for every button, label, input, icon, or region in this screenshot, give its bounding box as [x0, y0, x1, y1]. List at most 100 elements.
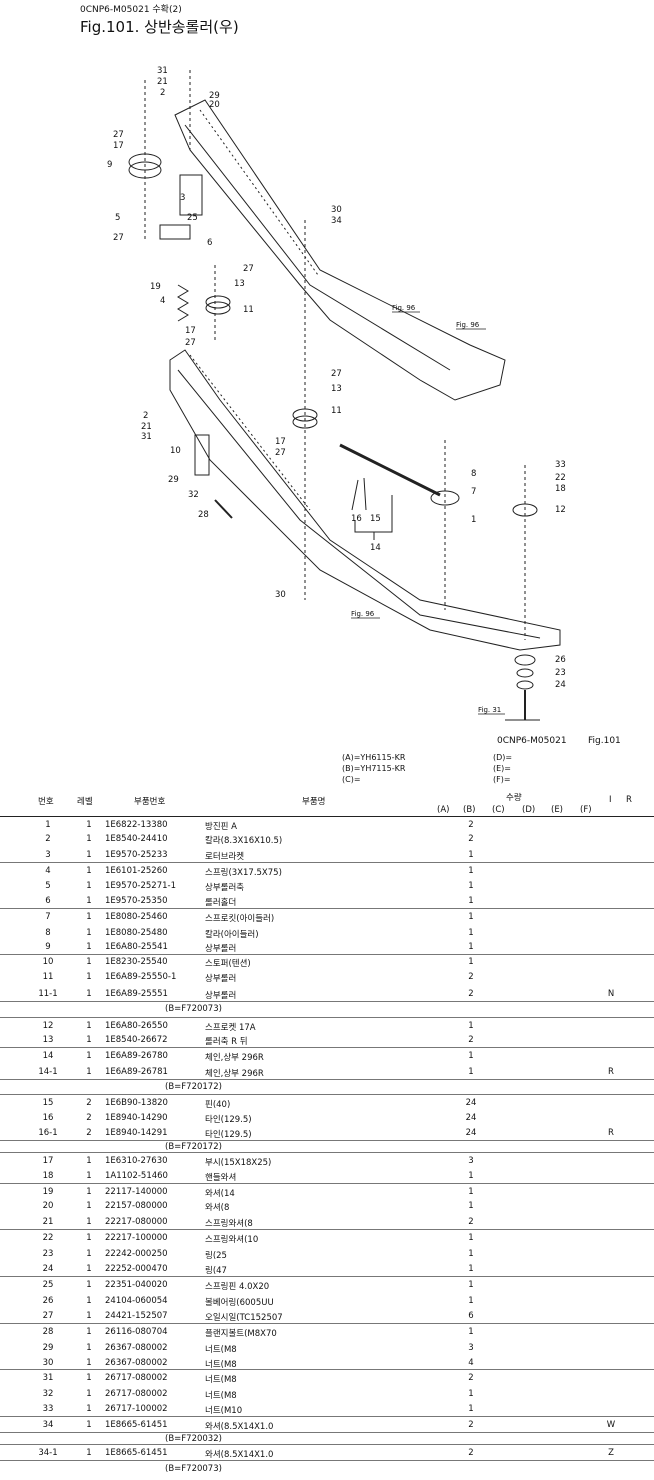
callout-label: 8: [471, 469, 476, 479]
part-level: 1: [86, 1217, 92, 1227]
quantity-b: 1: [468, 866, 474, 876]
part-number: 1E8230-25540: [105, 957, 168, 967]
part-number: 1E9570-25350: [105, 896, 168, 906]
quantity-b: 2: [468, 1420, 474, 1430]
callout-label: 2: [143, 411, 148, 421]
part-level: 1: [86, 1233, 92, 1243]
callout-label: 13: [234, 279, 245, 289]
part-level: 1: [86, 820, 92, 830]
callout-label: 27: [243, 264, 254, 274]
part-index: 8: [45, 928, 51, 938]
part-name: 로터브라켓: [205, 852, 245, 862]
quantity-b: 1: [468, 1280, 474, 1290]
callout-label: 27: [275, 448, 286, 458]
part-number: 1E6101-25260: [105, 866, 168, 876]
quantity-b: 2: [468, 1035, 474, 1045]
part-index: 20: [42, 1201, 54, 1211]
quantity-b: 1: [468, 1233, 474, 1243]
callout-label: 21: [141, 422, 152, 432]
fig-ref-label: Fig. 96: [351, 610, 375, 618]
table-divider: [0, 1001, 654, 1002]
quantity-b: 1: [468, 1021, 474, 1031]
part-number: 1E6310-27630: [105, 1156, 168, 1166]
part-number: 26717-100002: [105, 1404, 168, 1414]
part-number: 22242-000250: [105, 1249, 168, 1259]
part-number: 1E8080-25480: [105, 928, 168, 938]
part-level: 1: [86, 1249, 92, 1259]
part-level: 1: [86, 850, 92, 860]
part-number: 26717-080002: [105, 1373, 168, 1383]
part-number: 1E8940-14291: [105, 1128, 168, 1138]
part-level: 1: [86, 896, 92, 906]
callout-label: 32: [188, 490, 199, 500]
part-level: 1: [86, 1448, 92, 1458]
part-name: 너트(M8: [205, 1360, 237, 1370]
quantity-b: 24: [465, 1128, 477, 1138]
part-level: 2: [86, 1128, 92, 1138]
callout-label: 26: [555, 655, 566, 665]
part-index: 14-1: [38, 1067, 58, 1077]
callout-label: 28: [198, 510, 209, 520]
part-index: 30: [42, 1358, 54, 1368]
part-name: 타인(129.5): [205, 1130, 252, 1140]
part-number: 1E6A89-26781: [105, 1067, 168, 1077]
part-number: 1E9570-25233: [105, 850, 168, 860]
part-number: 1E8665-61451: [105, 1448, 168, 1458]
part-name: 스프링(3X17.5X75): [205, 868, 282, 878]
part-name: 오일시일(TC152507: [205, 1313, 283, 1323]
legend-e: (E)=: [493, 764, 511, 773]
part-number: 1E6A80-25541: [105, 942, 168, 952]
part-index: 3: [45, 850, 51, 860]
table-divider: [0, 1229, 654, 1230]
part-number: 24104-060054: [105, 1296, 168, 1306]
part-number: 1E8540-26672: [105, 1035, 168, 1045]
part-name: 방진핀 A: [205, 822, 237, 832]
callout-label: 19: [150, 282, 161, 292]
quantity-b: 1: [468, 942, 474, 952]
quantity-b: 4: [468, 1358, 474, 1368]
part-index: 22: [42, 1233, 54, 1243]
part-level: 1: [86, 1201, 92, 1211]
part-level: 1: [86, 1171, 92, 1181]
part-level: 1: [86, 1358, 92, 1368]
quantity-b: 1: [468, 1051, 474, 1061]
figure-code: 0CNP6-M05021: [497, 736, 567, 746]
callout-label: 10: [170, 446, 181, 456]
callout-label: 16: [351, 514, 362, 524]
legend-d: (D)=: [493, 753, 513, 762]
part-name: 링(47: [205, 1266, 227, 1276]
header-col-r: R: [626, 795, 632, 805]
part-level: 1: [86, 912, 92, 922]
part-level: 1: [86, 1156, 92, 1166]
callout-label: 31: [157, 66, 168, 76]
quantity-b: 1: [468, 881, 474, 891]
part-name: 와셔(8.5X14X1.0: [205, 1422, 274, 1432]
quantity-b: 24: [465, 1098, 477, 1108]
part-name: 롤러축 R 뒤: [205, 1037, 248, 1047]
part-name: 스프링핀 4.0X20: [205, 1282, 270, 1292]
part-index: 27: [42, 1311, 54, 1321]
part-index: 19: [42, 1187, 54, 1197]
part-number: 1E6A80-26550: [105, 1021, 168, 1031]
part-level: 2: [86, 1098, 92, 1108]
part-name: 스토퍼(텐션): [205, 959, 251, 969]
table-divider: [0, 816, 654, 817]
quantity-b: 1: [468, 1249, 474, 1259]
callout-labels: 31 21 2 29 20 27 17 9 3 25 5 27 6 27 13 …: [107, 66, 621, 746]
